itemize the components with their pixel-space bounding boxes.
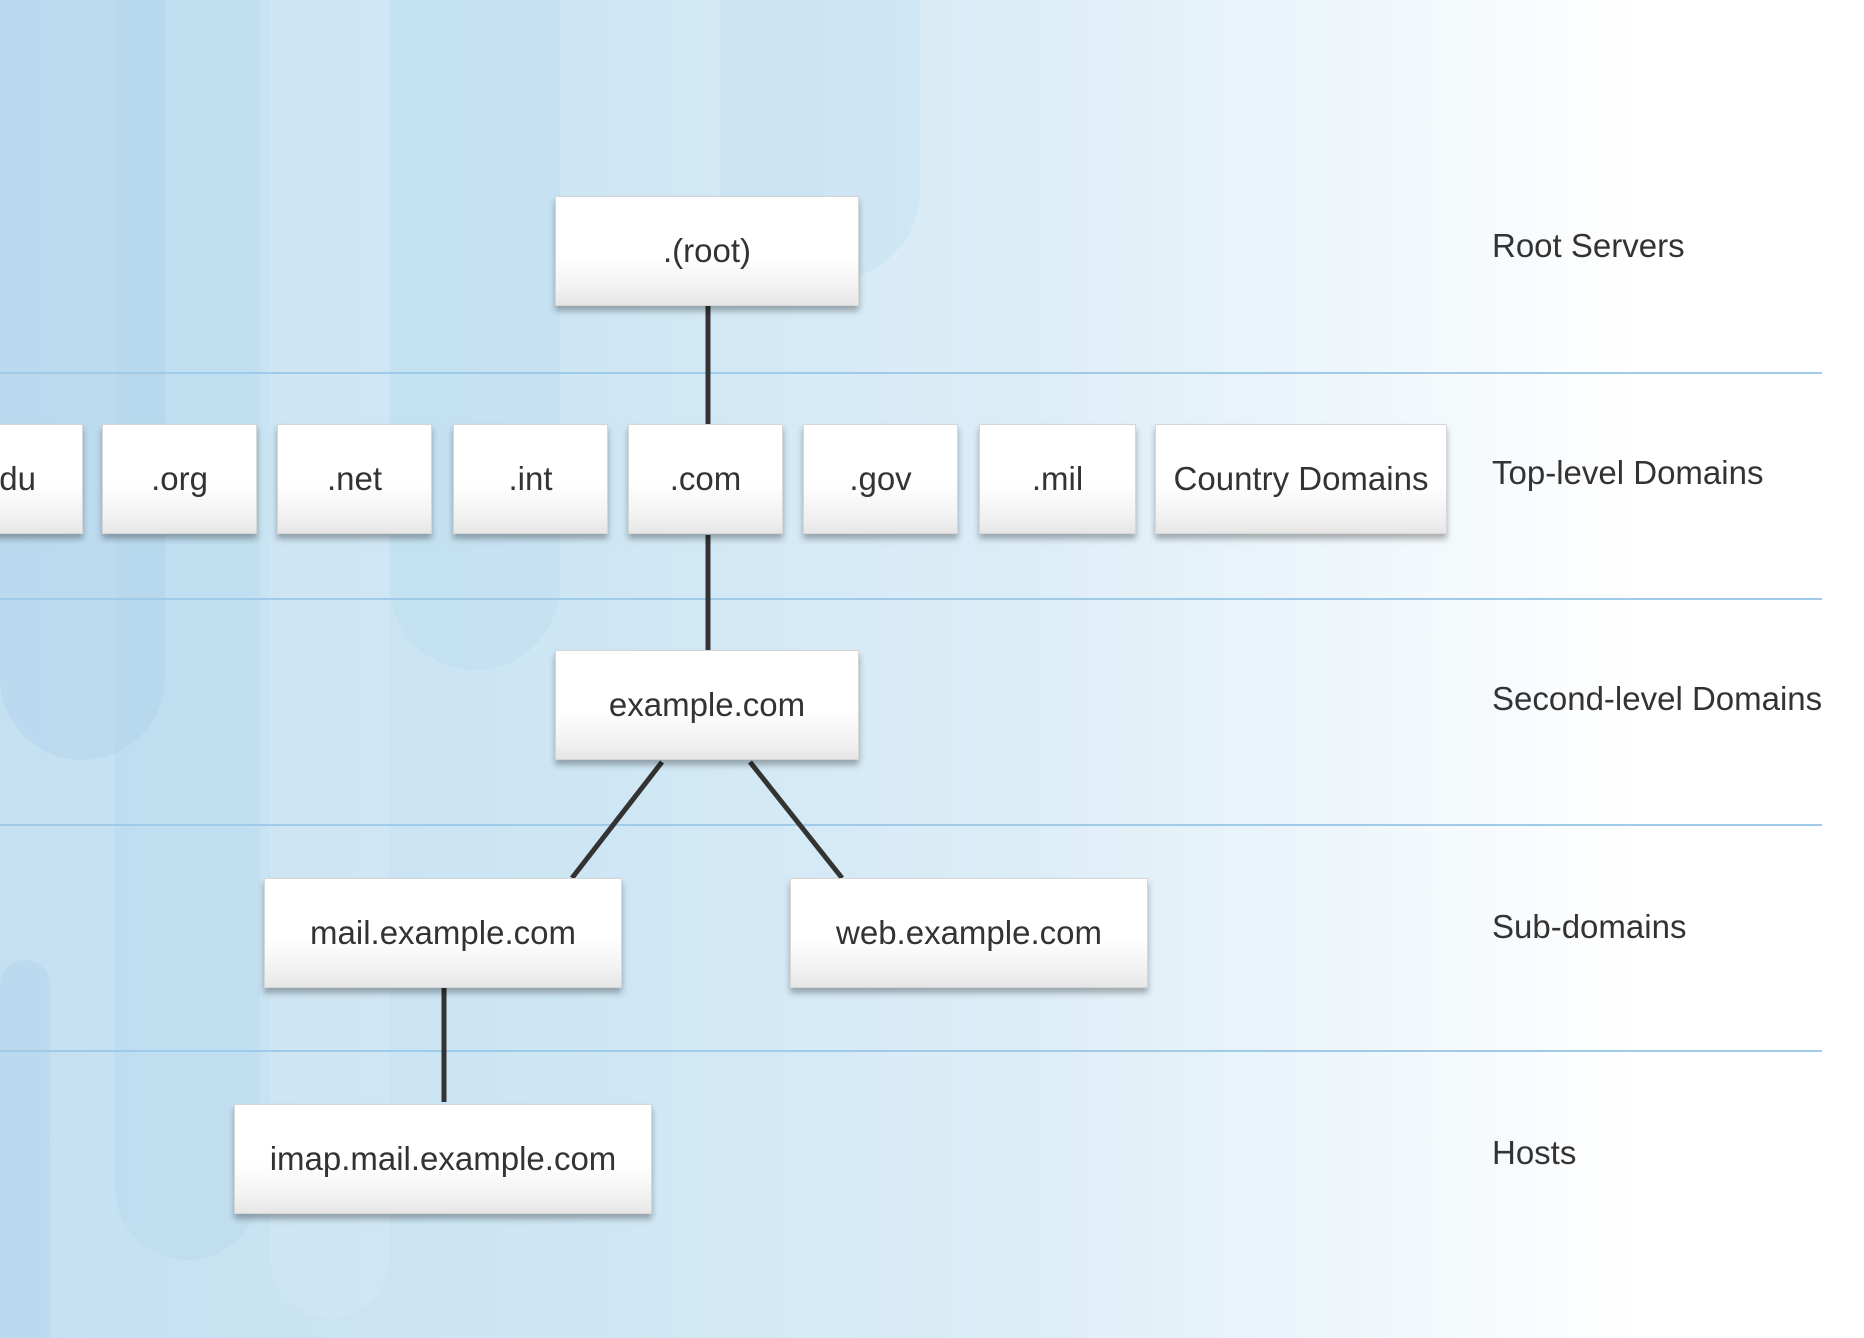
level-label-root-servers: Root Servers <box>1492 227 1685 264</box>
background-pillar <box>0 960 50 1338</box>
node-tld-country: Country Domains <box>1155 424 1447 534</box>
node-root: .(root) <box>555 196 859 306</box>
level-divider <box>0 372 1822 374</box>
node-sub-web: web.example.com <box>790 878 1148 988</box>
level-divider <box>0 598 1822 600</box>
level-label-top-level-domains: Top-level Domains <box>1492 454 1764 491</box>
node-host-imap: imap.mail.example.com <box>234 1104 652 1214</box>
level-divider <box>0 1050 1822 1052</box>
level-label-hosts: Hosts <box>1492 1134 1577 1171</box>
connector-example-web <box>748 760 844 880</box>
node-tld-edu: du <box>0 424 83 534</box>
background-pillar <box>270 0 390 1318</box>
node-tld-mil: .mil <box>979 424 1136 534</box>
level-divider <box>0 824 1822 826</box>
node-tld-com: .com <box>628 424 783 534</box>
level-label-second-level-domains: Second-level Domains <box>1492 680 1823 717</box>
background-pillar <box>0 0 165 760</box>
level-label-sub-domains: Sub-domains <box>1492 908 1687 945</box>
background-pillar <box>390 0 560 670</box>
node-sub-mail: mail.example.com <box>264 878 622 988</box>
node-tld-net: .net <box>277 424 432 534</box>
connector-example-mail <box>570 760 664 880</box>
node-tld-int: .int <box>453 424 608 534</box>
node-tld-org: .org <box>102 424 257 534</box>
node-tld-gov: .gov <box>803 424 958 534</box>
node-second-example: example.com <box>555 650 859 760</box>
